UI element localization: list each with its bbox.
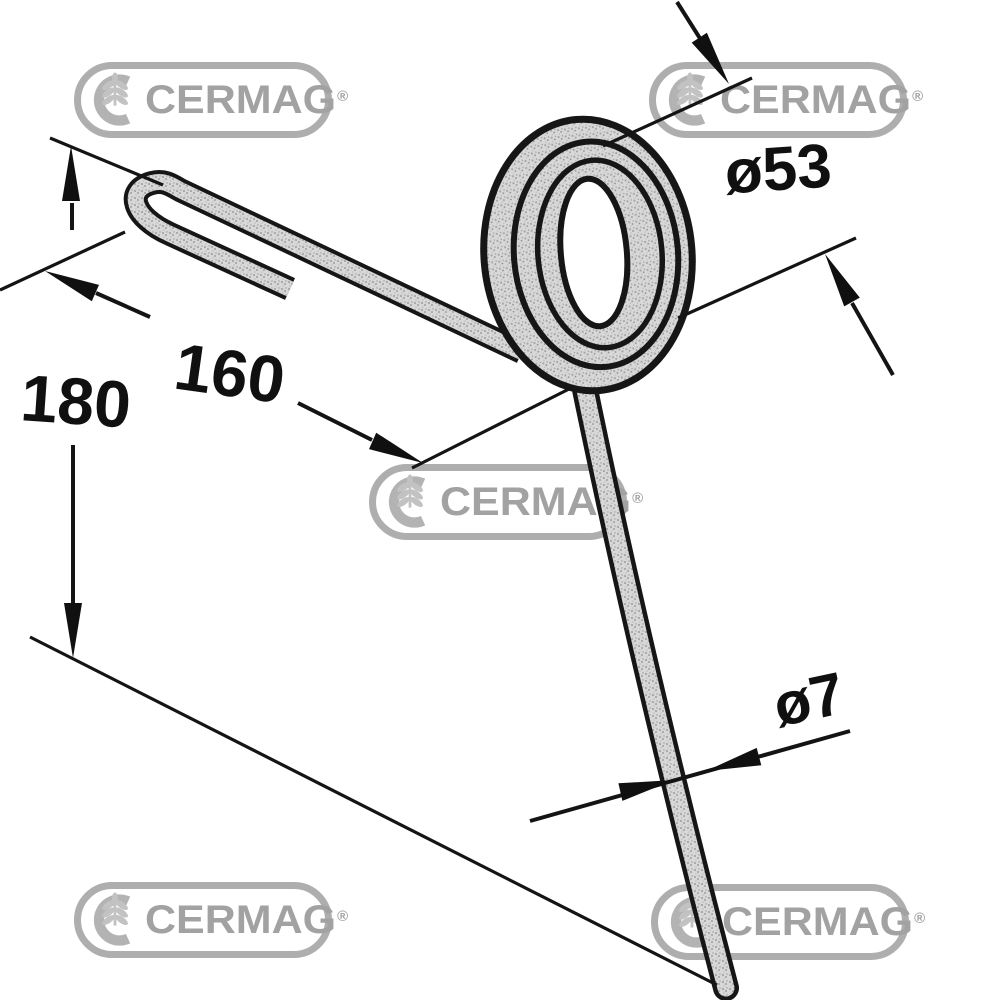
cermag-watermark-center: CERMAG ®	[369, 464, 643, 540]
cermag-logo-oval: CERMAG ®	[74, 882, 348, 958]
registered-trademark-symbol: ®	[632, 489, 644, 507]
extension-line-leg-tip	[29, 635, 718, 987]
cermag-watermark-top-right: CERMAG ®	[649, 62, 923, 138]
extension-line-hook-bottom	[0, 230, 126, 292]
cermag-logo-text: CERMAG	[145, 77, 337, 122]
extension-line-coil-junction	[411, 385, 574, 470]
extension-line-coil-bottom	[677, 236, 857, 320]
dim-line-coil-diameter-lower	[850, 302, 895, 376]
arrowhead-icon	[825, 254, 860, 307]
registered-trademark-symbol: ®	[337, 87, 349, 105]
spring-coil	[480, 115, 696, 395]
cermag-logo-text: CERMAG	[722, 899, 914, 944]
dim-label-overall-length: 180	[18, 360, 133, 442]
wheat-wrench-icon	[668, 72, 706, 126]
tine-leg-wire	[567, 352, 739, 1000]
cermag-watermark-bottom-left: CERMAG ®	[74, 882, 348, 958]
registered-trademark-symbol: ®	[912, 87, 924, 105]
arrowhead-icon	[369, 432, 423, 463]
cermag-logo-oval: CERMAG ®	[369, 464, 643, 540]
tine-hook-wire	[123, 170, 528, 363]
arrowhead-icon	[64, 603, 82, 658]
cermag-logo-text: CERMAG	[720, 77, 912, 122]
dimension-lines	[70, 0, 895, 823]
arrowhead-icon	[691, 32, 729, 84]
cermag-watermark-bottom-right: CERMAG ®	[651, 884, 925, 960]
arrowhead-icon	[618, 780, 674, 801]
wheat-wrench-icon	[93, 892, 131, 946]
extension-line-coil-top	[602, 76, 753, 148]
dim-line-coil-diameter-upper	[675, 0, 703, 42]
wheat-wrench-icon	[93, 72, 131, 126]
dim-label-coil-diameter: ø53	[722, 131, 833, 207]
arrowhead-icon	[62, 146, 80, 201]
dim-line-160-upper	[95, 291, 151, 319]
cermag-logo-oval: CERMAG ®	[651, 884, 925, 960]
registered-trademark-symbol: ®	[337, 907, 349, 925]
cermag-logo-text: CERMAG	[145, 897, 337, 942]
arrowhead-icon	[45, 271, 99, 302]
cermag-watermark-top-left: CERMAG ®	[74, 62, 348, 138]
arrowhead-icon	[706, 747, 762, 771]
dim-line-160-lower	[297, 401, 373, 442]
dim-label-wire-diameter: ø7	[768, 659, 850, 739]
wheat-wrench-icon	[388, 474, 426, 528]
dim-line-wire-diameter	[529, 729, 851, 823]
cermag-logo-oval: CERMAG ®	[74, 62, 348, 138]
registered-trademark-symbol: ®	[914, 909, 926, 927]
arrowheads	[45, 32, 860, 801]
cermag-logo-oval: CERMAG ®	[649, 62, 923, 138]
extension-line-hook-top	[49, 136, 164, 187]
extension-lines	[0, 76, 857, 987]
dim-label-upper-section-length: 160	[170, 329, 289, 418]
